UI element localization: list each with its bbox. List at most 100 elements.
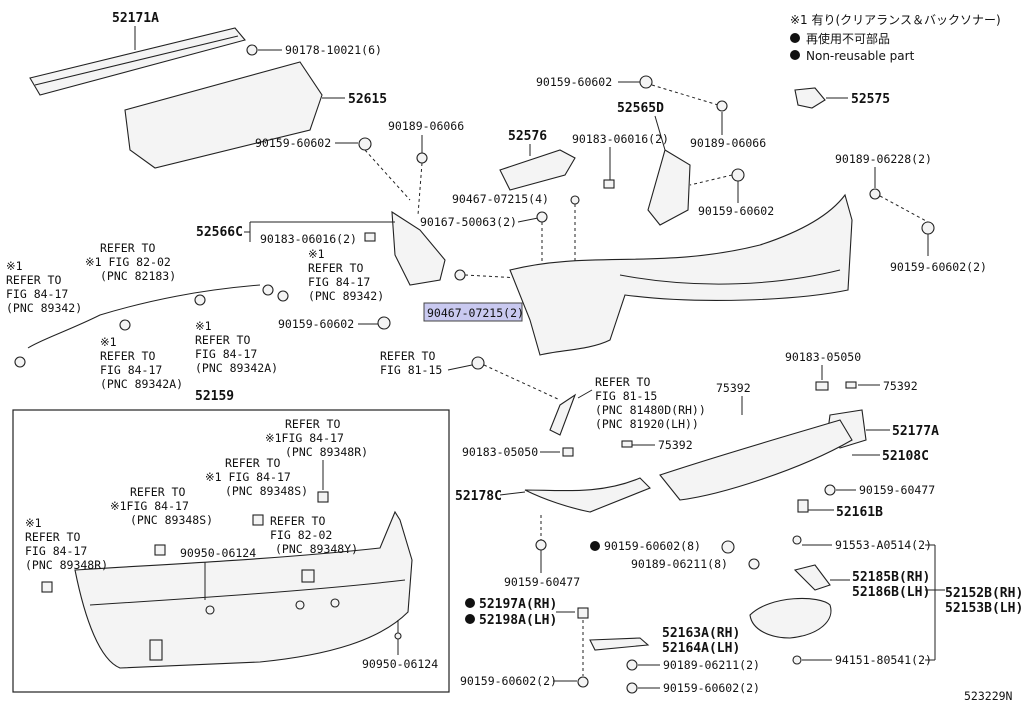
ref-89342A-left: ※1 REFER TO FIG 84-17 (PNC 89342A) <box>100 335 183 391</box>
ref-81480D: REFER TO FIG 81-15 (PNC 81480D(RH)) (PNC… <box>595 375 713 431</box>
retainer-52566C <box>391 210 446 286</box>
label-90183b: 90183-06016(2) <box>572 132 669 146</box>
screw-94151 <box>792 655 802 665</box>
label-52161B: 52161B <box>836 505 883 520</box>
legend-bullet-2 <box>790 50 800 60</box>
garnish-52108C <box>659 419 853 501</box>
ref-82183: REFER TO ※1 FIG 82-02 (PNC 82183) <box>85 241 178 283</box>
screw-90159f <box>824 484 836 496</box>
sonar-hole-2 <box>330 598 340 608</box>
label-52178C: 52178C <box>455 489 502 504</box>
clip-52161B <box>797 499 809 513</box>
dash-90159d <box>689 174 733 186</box>
clip-52197A <box>577 607 589 619</box>
sensor-connector-2 <box>119 319 131 331</box>
ref-89348R-left: ※1 REFER TO FIG 84-17 (PNC 89348R) <box>25 516 108 572</box>
legend-bullet-1 <box>790 33 800 43</box>
bumper-cover-upper <box>509 193 853 356</box>
label-52164A: 52164A(LH) <box>662 641 740 656</box>
label-90950b: 90950-06124 <box>362 657 438 671</box>
absorber-52615 <box>124 61 323 169</box>
label-90178: 90178-10021(6) <box>285 43 382 57</box>
label-52171A: 52171A <box>112 11 159 26</box>
clip-90183a <box>364 232 376 242</box>
nut-90159e <box>921 221 935 235</box>
sensor-89348R <box>317 491 329 503</box>
ref-89348Y: REFER TO FIG 82-02 (PNC 89348Y) <box>270 514 358 556</box>
screw-90159g <box>535 539 547 551</box>
label-52197A: 52197A(RH) <box>479 597 557 612</box>
sensor-connector-4 <box>262 284 274 296</box>
lead-81480D <box>577 389 593 399</box>
ref-89348R-top: REFER TO ※1FIG 84-17 (PNC 89348R) <box>265 417 368 459</box>
legend-note: ※1 有り(クリアランス＆バックソナー) <box>790 13 1001 27</box>
ref-89348S-a: REFER TO ※1 FIG 84-17 (PNC 89348S) <box>205 456 308 498</box>
sonar-hole-3 <box>205 605 215 615</box>
label-90189c: 90189-06228(2) <box>835 152 932 166</box>
label-75392a: 75392 <box>716 381 751 395</box>
lead-90167 <box>517 217 539 223</box>
clip-75392b <box>845 381 857 389</box>
reinforcement-edge <box>34 35 239 86</box>
ref-81-15-a: REFER TO FIG 81-15 <box>380 349 442 377</box>
label-52185B: 52185B(RH) <box>852 570 930 585</box>
legend-item-1: 再使用不可部品 <box>806 31 890 46</box>
lamp-bezel-52152B <box>749 597 832 639</box>
label-90159c: 90159-60602 <box>536 75 612 89</box>
label-90183a: 90183-06016(2) <box>260 232 357 246</box>
label-52575: 52575 <box>851 92 890 107</box>
legend-item-2: Non-reusable part <box>806 49 915 63</box>
bracket-52576 <box>499 149 576 191</box>
reflector-81480D <box>549 393 577 436</box>
reflector-left <box>149 639 163 661</box>
nonreusable-52197A <box>465 598 475 608</box>
nut-90159i <box>577 676 589 688</box>
label-90189b: 90189-06066 <box>690 136 766 150</box>
label-52153B: 52153B(LH) <box>945 601 1023 616</box>
clip-90189e <box>626 659 638 671</box>
label-90189a: 90189-06066 <box>388 119 464 133</box>
clip-90467a <box>570 195 580 205</box>
label-52177A: 52177A <box>892 424 939 439</box>
label-75392b: 75392 <box>883 379 918 393</box>
sensor-connector-5 <box>277 290 289 302</box>
clip-75392c <box>621 440 633 448</box>
label-90183c: 90183-05050 <box>785 350 861 364</box>
clip-90183b <box>603 179 615 189</box>
ref-89348S-b: REFER TO ※1FIG 84-17 (PNC 89348S) <box>110 485 213 527</box>
label-90159f: 90159-60477 <box>859 483 935 497</box>
lead-52565D <box>654 115 666 151</box>
ref-89342A-right: ※1 REFER TO FIG 84-17 (PNC 89342A) <box>195 319 278 375</box>
clip-90183c <box>815 381 829 391</box>
screw-90167 <box>536 211 548 223</box>
label-90159j: 90159-60602(2) <box>663 681 760 695</box>
label-90183d: 90183-05050 <box>462 445 538 459</box>
dash-a <box>364 149 411 201</box>
wire-harness <box>27 284 261 349</box>
bracket-52185B <box>793 564 831 591</box>
label-52163A: 52163A(RH) <box>662 626 740 641</box>
ref-89342-left: ※1 REFER TO FIG 84-17 (PNC 89342) <box>6 259 82 315</box>
nut-81-15 <box>471 356 485 370</box>
highlight-90467b <box>423 302 523 322</box>
clip-90467b <box>454 269 466 281</box>
bracket-52575 <box>794 87 826 109</box>
label-91553: 91553-A0514(2) <box>835 538 932 552</box>
label-90159g: 90159-60477 <box>504 575 580 589</box>
bumper-cover-52159 <box>74 510 413 669</box>
reinforcement-52171A <box>29 27 246 96</box>
nut-90159a <box>358 137 372 151</box>
label-90189d: 90189-06211(8) <box>631 557 728 571</box>
sensor-89348S-b <box>154 544 166 556</box>
label-52108C: 52108C <box>882 449 929 464</box>
garnish-52178C <box>524 477 651 513</box>
bumper-lower-crease <box>89 579 406 606</box>
nut-90159b <box>377 316 391 330</box>
label-90159d: 90159-60602 <box>698 204 774 218</box>
label-90167: 90167-50063(2) <box>420 215 517 229</box>
label-90159a: 90159-60602 <box>255 136 331 150</box>
label-90467b: 90467-07215(2) <box>427 306 524 320</box>
nut-90159h <box>721 540 735 554</box>
bracket-52163A <box>589 637 650 651</box>
